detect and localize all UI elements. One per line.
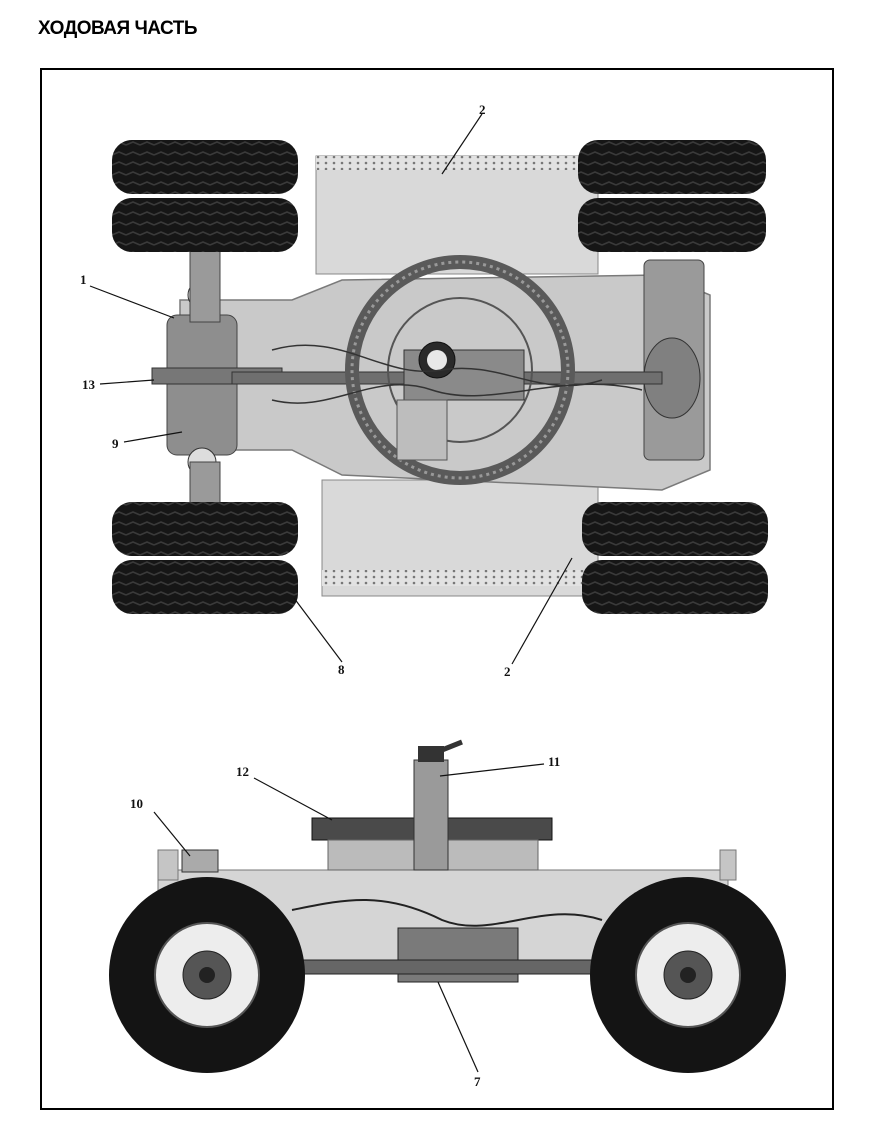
page-title: ХОДОВАЯ ЧАСТЬ	[38, 18, 198, 39]
callout-1: 1	[80, 272, 87, 287]
side-box-top	[315, 155, 599, 275]
callout-2-top: 2	[479, 102, 486, 117]
callout-9: 9	[112, 436, 119, 451]
rotary-column	[413, 759, 449, 871]
tire-rear-right-outer	[112, 560, 298, 614]
callout-11: 11	[548, 754, 560, 769]
tire-rear-right-inner	[112, 502, 298, 556]
figure-frame: 2 1 13 9 8 2	[40, 68, 834, 1110]
top-view: 2 1 13 9 8 2	[80, 102, 768, 679]
chassis-illustration: 2 1 13 9 8 2	[80, 102, 786, 1089]
side-view: 10 12 11 7	[109, 739, 786, 1089]
callout-12: 12	[236, 764, 249, 779]
oil-tank	[181, 849, 219, 873]
callout-13: 13	[82, 377, 96, 392]
callout-2-bottom: 2	[504, 664, 511, 679]
tire-front-right-outer	[582, 560, 768, 614]
tire-rear-left-outer	[112, 140, 298, 194]
callout-8: 8	[338, 662, 345, 677]
tire-front-right-inner	[582, 502, 768, 556]
tire-front-left-inner	[578, 198, 766, 252]
callout-10: 10	[130, 796, 143, 811]
callout-7: 7	[474, 1074, 481, 1089]
rear-axle-housing	[166, 314, 238, 456]
tire-front-left-outer	[578, 140, 766, 194]
tire-rear-left-inner	[112, 198, 298, 252]
